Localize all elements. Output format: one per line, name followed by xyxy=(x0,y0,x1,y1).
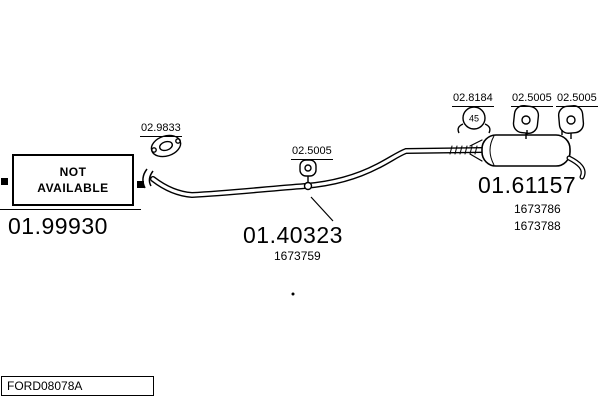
not-available-box: NOT AVAILABLE xyxy=(12,154,134,206)
drawing-id-box: FORD08078A xyxy=(1,376,154,396)
right-ref-number-2: 1673788 xyxy=(514,219,561,233)
right-ref-number-1: 1673786 xyxy=(514,202,561,216)
left-product-code: 01.99930 xyxy=(8,213,108,239)
flange-part-label: 02.9833 xyxy=(140,122,182,137)
rubber-hanger-mid-icon xyxy=(299,159,317,191)
pipe-front-flange xyxy=(142,168,154,189)
drawing-id: FORD08078A xyxy=(7,379,83,393)
bracket-number: 45 xyxy=(469,114,479,124)
hanger1-part-label: 02.5005 xyxy=(511,92,553,107)
mid-ref-number: 1673759 xyxy=(274,249,321,263)
dot-mark xyxy=(291,292,295,296)
rubber-hanger-1-icon xyxy=(512,105,540,139)
not-available-line2: AVAILABLE xyxy=(37,181,109,195)
leader-line-mid xyxy=(310,196,334,222)
hanger2-part-label: 02.5005 xyxy=(556,92,598,107)
muffler-drawing xyxy=(481,130,586,180)
right-product-code: 01.61157 xyxy=(478,172,577,198)
mid-product-code: 01.40323 xyxy=(243,222,343,248)
not-available-line1: NOT xyxy=(59,165,87,179)
bracket-part-label: 02.8184 xyxy=(452,92,494,107)
bracket-mount-icon: 45 xyxy=(457,106,491,134)
connector-square-mid xyxy=(137,181,144,188)
connector-square-left xyxy=(1,178,8,185)
mid-hanger-part-label: 02.5005 xyxy=(291,145,333,160)
